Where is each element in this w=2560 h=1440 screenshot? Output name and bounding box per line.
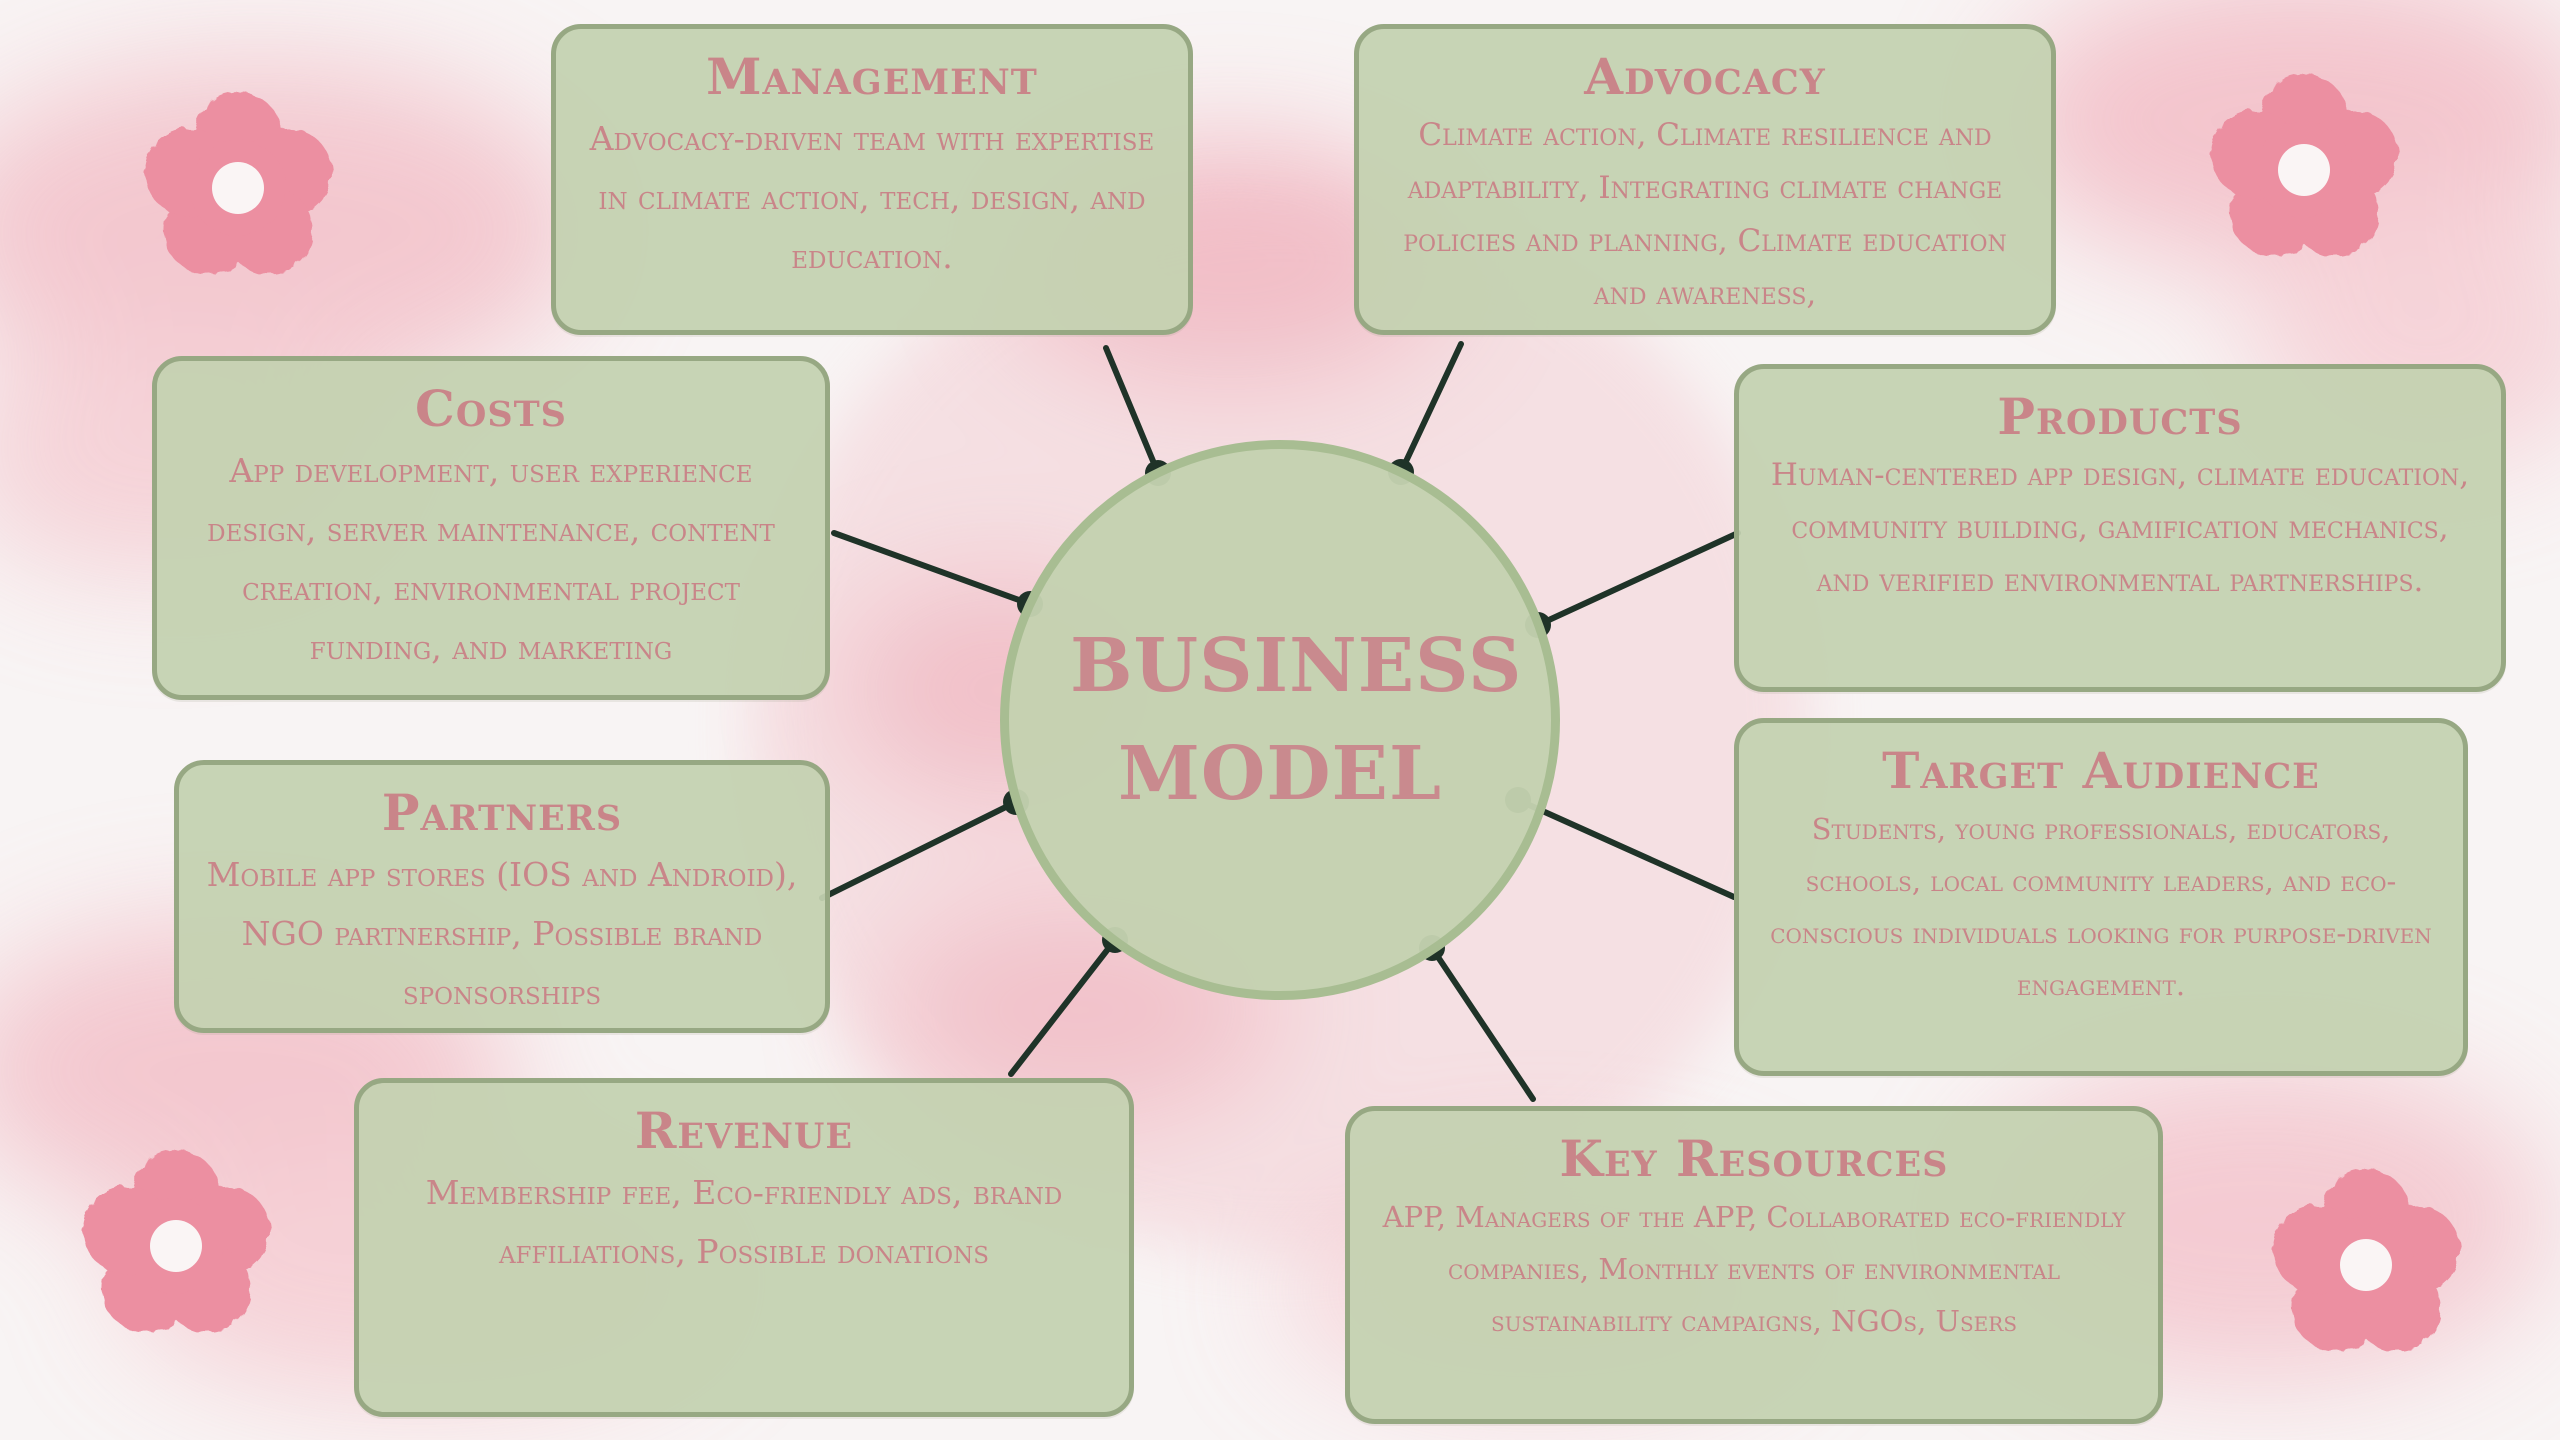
card-body: Human-centered app design, climate educa… bbox=[1770, 457, 2470, 599]
card-title: Management bbox=[706, 47, 1038, 106]
flower-icon bbox=[82, 1150, 270, 1333]
card-body: Students, young professionals, educators… bbox=[1770, 812, 2432, 1002]
card-costs: Costs App development, user experience d… bbox=[152, 356, 830, 700]
card-body: Climate action, Climate resilience and a… bbox=[1403, 117, 2007, 312]
card-key-resources: Key Resources APP, Managers of the APP, … bbox=[1345, 1106, 2163, 1424]
card-partners: Partners Mobile app stores (IOS and Andr… bbox=[174, 760, 830, 1033]
flower-icon bbox=[144, 92, 332, 275]
card-management: Management Advocacy-driven team with exp… bbox=[551, 24, 1193, 335]
card-title: Costs bbox=[415, 379, 567, 438]
card-body: Mobile app stores (IOS and Android), NGO… bbox=[206, 855, 798, 1012]
card-products: Products Human-centered app design, clim… bbox=[1734, 364, 2506, 692]
card-title: Advocacy bbox=[1584, 47, 1826, 106]
card-title: Target Audience bbox=[1882, 741, 2320, 800]
card-body: Advocacy-driven team with expertise in c… bbox=[589, 119, 1155, 276]
card-body: App development, user experience design,… bbox=[207, 451, 775, 667]
flower-icon bbox=[2272, 1169, 2460, 1352]
card-body: Membership fee, Eco-friendly ads, brand … bbox=[425, 1173, 1063, 1271]
card-target-audience: Target Audience Students, young professi… bbox=[1734, 718, 2468, 1076]
center-title: BUSINESS MODEL bbox=[1070, 623, 1523, 817]
flower-icon bbox=[2210, 74, 2398, 257]
card-title: Revenue bbox=[634, 1101, 854, 1160]
business-model-hub: BUSINESS MODEL bbox=[1000, 440, 1560, 1000]
card-title: Partners bbox=[381, 783, 623, 842]
card-body: APP, Managers of the APP, Collaborated e… bbox=[1382, 1200, 2126, 1338]
card-title: Key Resources bbox=[1559, 1129, 1949, 1188]
card-title: Products bbox=[1997, 387, 2243, 446]
card-advocacy: Advocacy Climate action, Climate resilie… bbox=[1354, 24, 2056, 335]
card-revenue: Revenue Membership fee, Eco-friendly ads… bbox=[354, 1078, 1134, 1417]
